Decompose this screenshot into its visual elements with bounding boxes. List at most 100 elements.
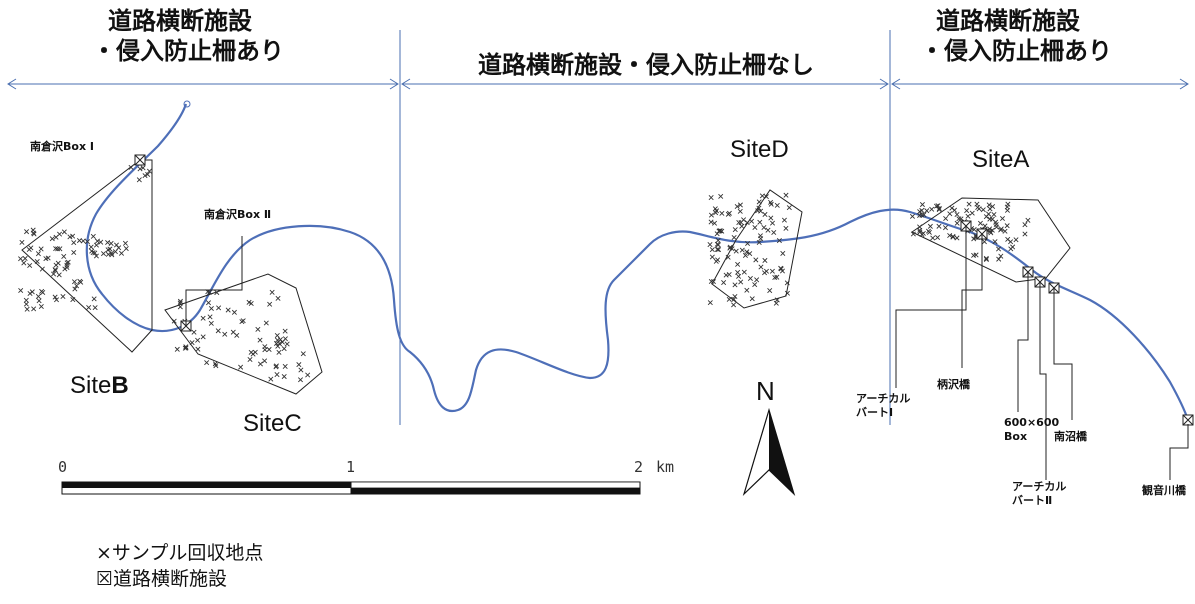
- sample-point-marker: [205, 300, 212, 306]
- sample-point-marker: [758, 208, 764, 214]
- sample-point-marker: [195, 346, 201, 352]
- sample-point-marker: [91, 296, 97, 302]
- sample-point-marker: [263, 320, 269, 326]
- sample-point-marker: [731, 296, 737, 302]
- site-d-range: [711, 189, 803, 309]
- sample-point-marker: [956, 216, 962, 222]
- sample-point-marker: [80, 238, 86, 244]
- sample-point-marker: [52, 294, 58, 300]
- sample-point-marker: [84, 239, 90, 245]
- sample-point-marker: [136, 177, 142, 183]
- sample-point-marker: [742, 252, 748, 258]
- sample-point-marker: [39, 266, 45, 272]
- sample-point-marker: [778, 265, 784, 271]
- sample-point-marker: [980, 207, 986, 213]
- sample-point-marker: [276, 341, 282, 347]
- sample-point-marker: [266, 346, 272, 352]
- sample-point-marker: [31, 306, 37, 312]
- sample-point-marker: [718, 193, 724, 199]
- sample-point-marker: [732, 282, 738, 288]
- site-c-range: [164, 273, 323, 395]
- sample-point-marker: [36, 298, 42, 304]
- sample-point-marker: [71, 279, 77, 285]
- sample-point-marker: [274, 332, 280, 338]
- sample-point-marker: [768, 215, 774, 221]
- zone-header-left-line1: 道路横断施設: [108, 7, 252, 35]
- sample-point-marker: [1013, 237, 1019, 243]
- sample-point-marker: [747, 275, 753, 281]
- sample-point-marker: [752, 224, 758, 231]
- sample-point-marker: [714, 246, 720, 252]
- sample-point-marker: [98, 239, 104, 245]
- label-karasawa-bridge: 柄沢橋: [937, 378, 970, 391]
- sample-point-marker: [109, 250, 115, 256]
- sample-point-marker: [55, 260, 61, 266]
- sample-point-marker: [709, 254, 715, 260]
- crossing-structure-cross: [134, 154, 146, 166]
- sample-point-marker: [749, 296, 755, 302]
- sample-point-marker: [768, 201, 774, 207]
- sample-point-marker: [262, 358, 268, 364]
- sample-point-marker: [774, 202, 780, 208]
- sample-point-marker: [784, 290, 790, 296]
- sample-point-marker: [715, 237, 721, 243]
- sample-point-marker: [70, 297, 76, 303]
- sample-point-marker: [23, 297, 29, 303]
- sample-point-marker: [781, 217, 787, 223]
- sample-point-marker: [118, 250, 125, 256]
- sample-point-marker: [719, 210, 725, 216]
- sample-point-marker: [964, 208, 970, 214]
- sample-point-marker: [917, 229, 923, 235]
- sample-point-marker: [300, 351, 306, 357]
- sample-point-marker: [921, 212, 927, 218]
- sample-point-marker: [773, 300, 779, 306]
- legend-crossing-structure: ☒道路横断施設: [96, 568, 228, 590]
- sample-point-marker: [708, 212, 714, 218]
- sample-point-marker: [779, 268, 785, 274]
- sample-point-marker: [93, 242, 99, 248]
- sample-point-marker: [733, 248, 739, 254]
- sample-point-marker: [708, 278, 714, 284]
- sample-point-marker: [910, 231, 916, 237]
- sample-point-marker: [248, 349, 254, 355]
- sample-point-marker: [112, 249, 118, 255]
- sample-point-marker: [216, 305, 222, 311]
- sample-point-marker: [983, 214, 989, 220]
- site-a-range: [911, 197, 1071, 283]
- sample-point-marker: [710, 279, 716, 285]
- sample-point-marker: [275, 295, 281, 301]
- sample-point-marker: [983, 255, 989, 261]
- sample-point-marker: [958, 216, 964, 222]
- sample-point-marker: [60, 293, 66, 299]
- sample-point-marker: [18, 256, 24, 262]
- sample-point-marker: [22, 255, 28, 261]
- sample-point-marker: [113, 242, 119, 248]
- sample-point-marker: [954, 220, 960, 226]
- sample-point-marker: [39, 288, 45, 294]
- sample-point-marker: [954, 211, 960, 218]
- sample-point-marker: [123, 246, 129, 252]
- sample-point-marker: [707, 242, 713, 248]
- sample-point-marker: [38, 246, 44, 252]
- zone-header-left: 道路横断施設 ・侵入防止柵あり: [92, 6, 284, 66]
- sample-point-marker: [72, 286, 78, 292]
- sample-point-marker: [708, 219, 714, 225]
- sample-point-marker: [744, 287, 750, 293]
- sample-point-marker: [1022, 231, 1028, 237]
- north-arrow-icon: [742, 407, 796, 497]
- sample-point-marker: [146, 168, 152, 174]
- sample-point-marker: [67, 234, 73, 240]
- sample-point-marker: [61, 229, 67, 235]
- sample-point-marker: [763, 194, 769, 200]
- scale-label-2: 2: [634, 458, 644, 476]
- sample-point-marker: [208, 320, 214, 326]
- sample-point-marker: [38, 303, 44, 310]
- sample-point-marker: [754, 277, 760, 283]
- sample-point-marker: [248, 300, 254, 307]
- sample-point-marker: [1025, 217, 1031, 223]
- sample-point-marker: [65, 259, 71, 265]
- zone-arrow-left: [7, 78, 399, 90]
- sample-point-marker: [105, 240, 111, 246]
- sample-point-marker: [734, 204, 740, 210]
- sample-point-marker: [935, 234, 941, 241]
